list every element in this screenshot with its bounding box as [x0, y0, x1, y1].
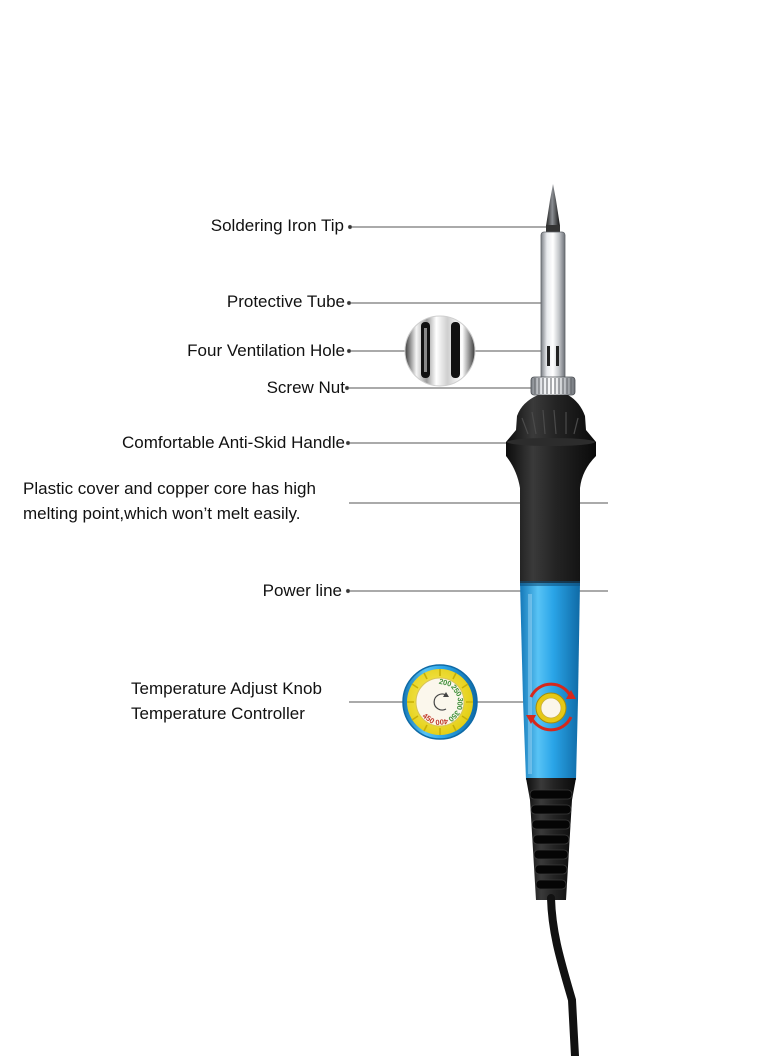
callout-temperature-knob-line-1: Temperature Adjust Knob	[131, 679, 322, 698]
protective-tube	[540, 231, 566, 381]
callout-plastic-cover-line-2: melting point,which won’t melt easily.	[23, 503, 301, 523]
blue-handle	[520, 581, 580, 780]
black-handle	[506, 395, 596, 585]
ventilation-inset	[404, 315, 476, 387]
callout-ventilation-holes: Four Ventilation Hole	[187, 341, 345, 360]
knob-scale-mark-200: 200	[438, 677, 452, 689]
screw-nut	[530, 376, 576, 396]
callout-anti-skid-handle: Comfortable Anti-Skid Handle	[121, 433, 345, 452]
callout-screw-nut: Screw Nut	[266, 378, 345, 397]
callout-protective-tube: Protective Tube	[226, 292, 345, 311]
callout-temperature-knob-line-2: Temperature Controller	[131, 703, 305, 723]
knob-scale-mark-400: 400	[435, 717, 448, 727]
soldering-tip	[546, 184, 560, 233]
handle-knob	[526, 682, 576, 732]
callout-temperature-knob: Temperature Adjust Knob Temperature Cont…	[131, 677, 322, 726]
strain-relief	[526, 778, 576, 900]
callout-power-line: Power line	[262, 581, 342, 600]
callout-plastic-cover: Plastic cover and copper core has high m…	[23, 477, 316, 526]
knob-scale-mark-300: 300	[455, 697, 465, 710]
callout-plastic-cover-line-1: Plastic cover and copper core has high	[23, 479, 316, 498]
power-cord	[547, 894, 579, 1056]
callout-soldering-iron-tip: Soldering Iron Tip	[210, 216, 344, 235]
